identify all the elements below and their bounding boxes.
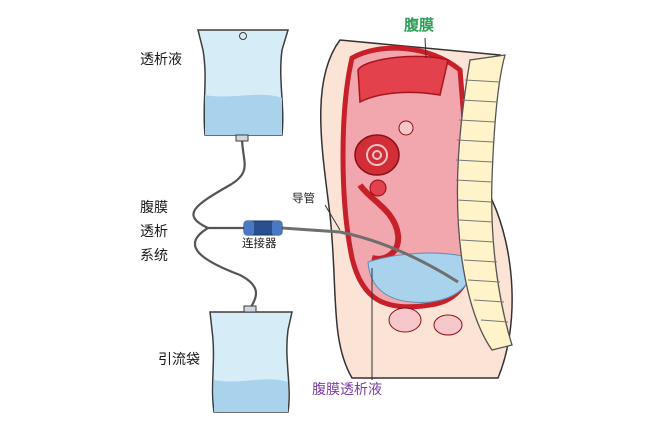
dialysate-bag-icon xyxy=(197,29,290,142)
stomach xyxy=(354,134,400,176)
liver xyxy=(357,55,449,104)
peritoneum-label: 腹膜 xyxy=(404,16,435,34)
tube-from-dialysate xyxy=(192,129,246,230)
spine xyxy=(456,54,513,351)
drainage-bag-icon xyxy=(209,305,293,413)
tubing xyxy=(192,129,459,313)
bladder xyxy=(388,307,422,333)
tube-to-drainage xyxy=(194,227,258,313)
drainage-bag-label: 引流袋 xyxy=(158,352,200,368)
peritoneal-fluid-label: 腹膜透析液 xyxy=(312,382,382,398)
body-section xyxy=(320,39,513,379)
dialysate-label: 透析液 xyxy=(140,52,182,68)
pelvic-organ xyxy=(433,314,463,336)
vertebrae xyxy=(455,79,509,323)
system-label-line3: 系统 xyxy=(140,248,168,264)
catheter-pointer xyxy=(324,204,341,231)
system-label-line1: 腹膜 xyxy=(140,200,168,216)
system-label-line2: 透析 xyxy=(140,224,168,240)
catheter-label: 导管 xyxy=(292,191,315,205)
connector-label: 连接器 xyxy=(242,236,277,250)
connector-icon xyxy=(243,220,283,236)
organ-node xyxy=(369,179,387,197)
organ-node-2 xyxy=(398,120,414,136)
peritoneum-pointer xyxy=(424,37,427,59)
intestine-coil-inner xyxy=(372,150,382,160)
intestine-coil xyxy=(366,144,388,166)
catheter-line xyxy=(281,226,459,284)
